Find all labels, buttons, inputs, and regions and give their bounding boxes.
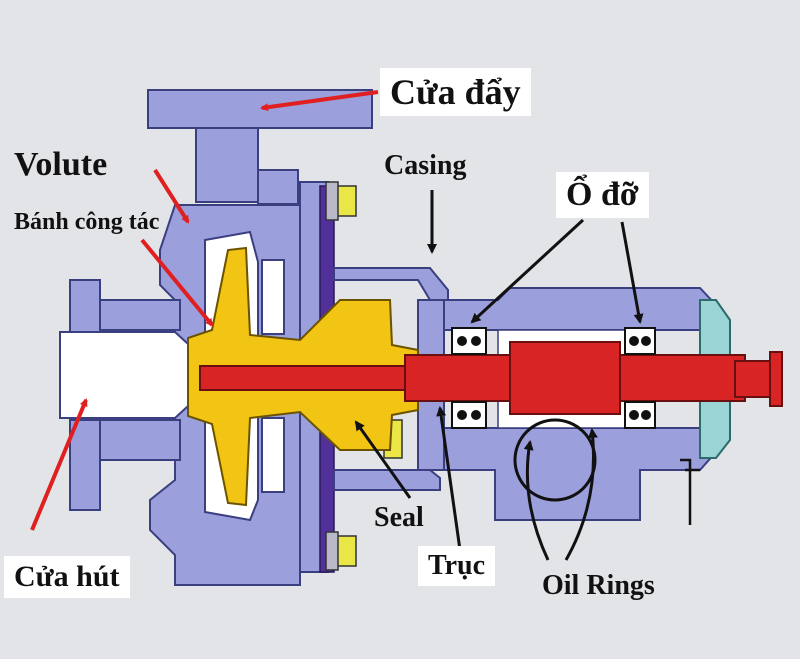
black-arrows <box>354 190 644 561</box>
red-arrows <box>30 90 379 531</box>
label-casing: Casing <box>384 150 467 181</box>
bearing-frame <box>333 267 717 521</box>
oil-ring <box>513 418 597 502</box>
drain-fitting <box>680 458 700 525</box>
casing-slots <box>261 259 285 493</box>
label-volute: Volute <box>14 146 108 183</box>
label-oil-rings: Oil Rings <box>542 570 655 601</box>
label-discharge: Cửa đẩy <box>380 68 531 116</box>
label-shaft: Trục <box>418 546 496 586</box>
label-bearing: Ổ đỡ <box>556 172 649 218</box>
suction-bore <box>59 331 201 419</box>
bearings <box>451 327 656 429</box>
label-seal: Seal <box>374 502 424 533</box>
label-suction: Cửa hút <box>4 556 130 598</box>
shaft <box>199 341 783 415</box>
label-impeller: Bánh công tác <box>14 209 160 235</box>
